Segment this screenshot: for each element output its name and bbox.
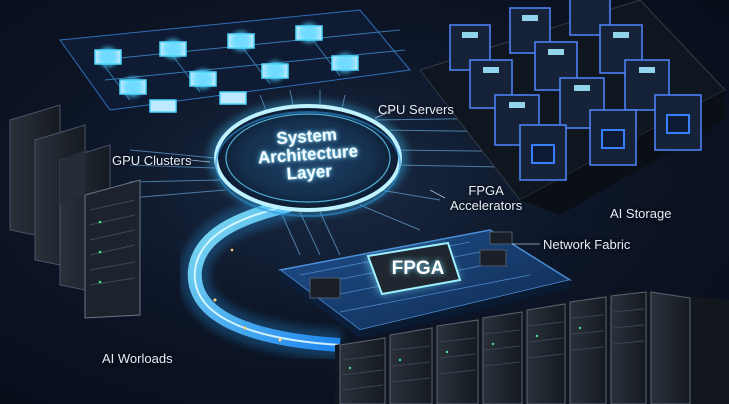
- gpu-cluster-racks: [9, 104, 141, 319]
- gpu-clusters-label: GPU Clusters: [112, 153, 192, 168]
- fpga-accelerators-line-1: FPGA: [468, 183, 504, 198]
- chip-grid: [59, 9, 411, 113]
- fpga-accelerators-line-2: Accelerators: [450, 198, 523, 213]
- ai-storage-cluster: [419, 0, 726, 215]
- data-stream: [179, 190, 341, 360]
- bottom-server-racks: [335, 290, 729, 404]
- fpga-board: [278, 229, 572, 338]
- hub-title: System Architecture Layer: [226, 122, 389, 187]
- cpu-servers-label: CPU Servers: [378, 102, 454, 117]
- label-leader-lines: [189, 109, 540, 245]
- fpga-accelerators-label: FPGA Accelerators: [450, 183, 522, 213]
- ai-workloads-label: AI Worloads: [102, 351, 173, 366]
- architecture-hub: [208, 100, 408, 217]
- fpga-chip-label: FPGA: [391, 258, 445, 279]
- network-fabric-label: Network Fabric: [543, 237, 631, 252]
- ai-storage-label: AI Storage: [610, 206, 672, 221]
